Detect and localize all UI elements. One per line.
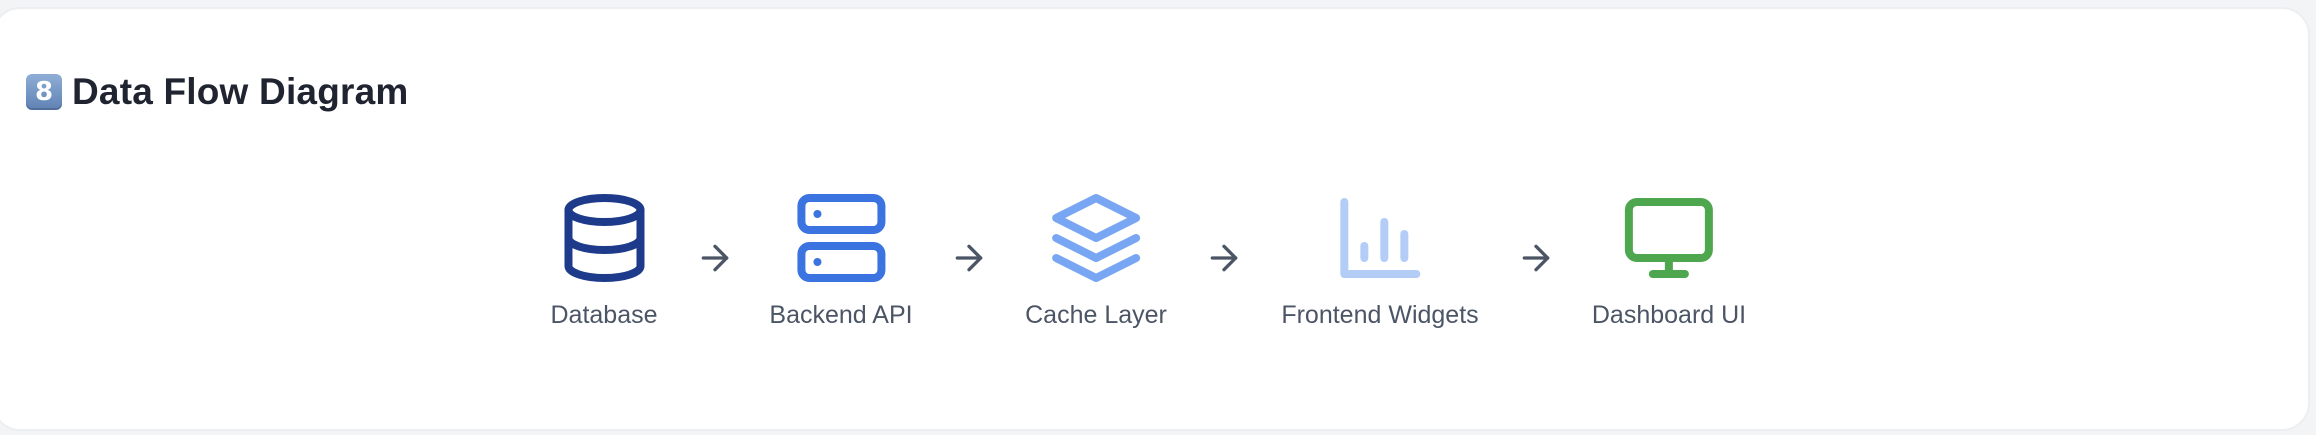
bar-chart-icon <box>1339 198 1420 278</box>
section-number-badge: 8 <box>26 74 62 110</box>
monitor-icon <box>1625 198 1713 278</box>
flow-node-database: Database <box>550 190 658 330</box>
flow-node-label: Dashboard UI <box>1591 301 1747 329</box>
arrow-right-icon <box>695 238 735 278</box>
arrow-right-icon <box>949 238 989 278</box>
section-header: 8 Data Flow Diagram <box>26 70 408 114</box>
flow-node-dashboard-ui: Dashboard UI <box>1592 190 1746 330</box>
flow-node-label: Database <box>550 301 658 329</box>
data-flow-diagram: Database Backend API Cache Layer <box>0 190 2316 350</box>
arrow-right-icon <box>1204 238 1244 278</box>
flow-node-label: Frontend Widgets <box>1281 301 1479 329</box>
arrow-right-icon <box>1516 238 1556 278</box>
flow-node-label: Backend API <box>769 301 913 329</box>
layers-icon <box>1052 194 1140 282</box>
flow-node-frontend-widgets: Frontend Widgets <box>1281 190 1479 330</box>
flow-node-cache-layer: Cache Layer <box>1025 190 1167 330</box>
database-icon <box>564 194 644 282</box>
flow-node-backend-api: Backend API <box>769 190 913 330</box>
section-title: Data Flow Diagram <box>72 71 409 112</box>
server-icon <box>797 194 885 282</box>
flow-node-label: Cache Layer <box>1025 301 1167 329</box>
data-flow-card: 8 Data Flow Diagram <box>0 7 2310 431</box>
